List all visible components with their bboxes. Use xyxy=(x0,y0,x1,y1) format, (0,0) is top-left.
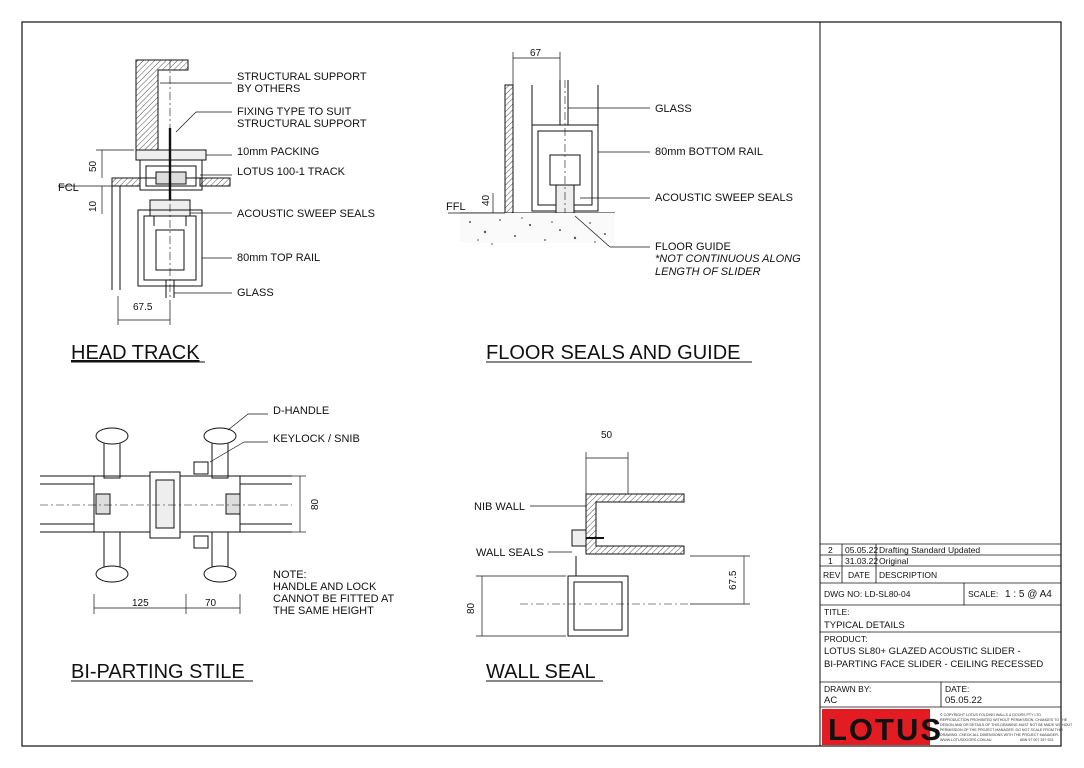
lotus-logo-bg xyxy=(822,709,930,745)
rev-2-date: 05.05.22 xyxy=(845,545,878,555)
header-desc: DESCRIPTION xyxy=(879,570,937,580)
date-value: 05.05.22 xyxy=(945,695,982,706)
copyright-6: WWW.LOTUSDOORS.COM.AU xyxy=(940,738,992,742)
rev-2-desc: Drafting Standard Updated xyxy=(879,545,980,555)
bi-parting-note-4: THE SAME HEIGHT xyxy=(273,605,374,617)
dim-80-stile: 80 xyxy=(310,498,321,510)
wall-seal-label-2: WALL SEALS xyxy=(476,547,544,559)
head-track-label-3: FIXING TYPE TO SUIT xyxy=(237,106,352,118)
drawn-label: DRAWN BY: xyxy=(824,684,871,694)
copyright-4: PERMISSION OF THE PROJECT MANAGER. DO NO… xyxy=(940,728,1064,732)
header-rev: REV xyxy=(823,570,841,580)
rev-1-date: 31.03.22 xyxy=(845,556,878,566)
wall-seal-leaders xyxy=(476,452,750,637)
bi-parting-note-3: CANNOT BE FITTED AT xyxy=(273,593,394,605)
copyright-1: © COPYRIGHT LOTUS FOLDING WALLS & DOORS … xyxy=(940,713,1042,717)
wall-seal-label-1: NIB WALL xyxy=(474,501,525,513)
bi-parting-detail xyxy=(40,427,292,583)
scale-value: 1 : 5 @ A4 xyxy=(1005,589,1052,600)
bi-parting-leaders xyxy=(93,413,306,614)
head-track-label-5: 10mm PACKING xyxy=(237,146,319,158)
scale-label: SCALE: xyxy=(968,589,998,599)
dim-50-wall: 50 xyxy=(601,430,613,441)
fcl-level: FCL xyxy=(58,182,79,194)
title-block xyxy=(820,543,1061,708)
head-track-label-7: ACOUSTIC SWEEP SEALS xyxy=(237,208,375,220)
dim-40: 40 xyxy=(481,194,492,206)
head-track-label-2: BY OTHERS xyxy=(237,83,300,95)
floor-label-1: GLASS xyxy=(655,103,692,115)
lotus-logo: LOTUS xyxy=(828,712,943,747)
floor-note-1: *NOT CONTINUOUS ALONG xyxy=(655,253,801,265)
title-label: TITLE: xyxy=(824,607,850,617)
floor-label-3: ACOUSTIC SWEEP SEALS xyxy=(655,192,793,204)
rev-2: 2 xyxy=(828,545,833,555)
bi-parting-note-2: HANDLE AND LOCK xyxy=(273,581,377,593)
product-line-1: LOTUS SL80+ GLAZED ACOUSTIC SLIDER - xyxy=(824,646,1021,657)
head-track-dimensions xyxy=(58,149,171,325)
dim-10: 10 xyxy=(88,200,99,212)
dim-67: 67 xyxy=(530,48,542,59)
head-track-label-1: STRUCTURAL SUPPORT xyxy=(237,71,367,83)
head-track-label-8: 80mm TOP RAIL xyxy=(237,252,320,264)
product-label: PRODUCT: xyxy=(824,634,867,644)
dim-125: 125 xyxy=(132,598,149,609)
bi-parting-title: BI-PARTING STILE xyxy=(71,661,245,683)
dim-67-5-wall: 67.5 xyxy=(728,570,739,590)
dim-70: 70 xyxy=(205,598,217,609)
floor-seals-title: FLOOR SEALS AND GUIDE xyxy=(486,342,741,364)
sheet-border xyxy=(21,21,1062,747)
copyright-2: REPRODUCTION PROHIBITED WITHOUT PERMISSI… xyxy=(940,718,1068,722)
copyright-7: ABN 97 007 397 923 xyxy=(1020,738,1053,742)
title-value: TYPICAL DETAILS xyxy=(824,620,905,631)
head-track-detail xyxy=(111,59,231,300)
header-date: DATE xyxy=(848,570,870,580)
dim-67-5: 67.5 xyxy=(133,302,153,313)
drawn-value: AC xyxy=(824,695,837,706)
copyright-5: DRAWING. CHECK ALL DIMENSIONS WITH THE P… xyxy=(940,733,1059,737)
bi-parting-label-2: KEYLOCK / SNIB xyxy=(273,433,360,445)
bi-parting-note-1: NOTE: xyxy=(273,569,307,581)
bi-parting-label-1: D-HANDLE xyxy=(273,405,329,417)
dim-80-wall: 80 xyxy=(466,602,477,614)
floor-seals-leaders xyxy=(448,52,650,248)
floor-note-2: LENGTH OF SLIDER xyxy=(655,266,761,278)
product-line-2: BI-PARTING FACE SLIDER - CEILING RECESSE… xyxy=(824,659,1043,670)
dwg-no: DWG NO: LD-SL80-04 xyxy=(824,589,911,599)
ffl-level: FFL xyxy=(446,201,466,213)
head-track-title: HEAD TRACK xyxy=(71,342,200,364)
head-track-label-4: STRUCTURAL SUPPORT xyxy=(237,118,367,130)
head-track-leaders xyxy=(160,82,232,294)
head-track-label-6: LOTUS 100-1 TRACK xyxy=(237,166,346,178)
head-track-label-9: GLASS xyxy=(237,287,274,299)
copyright-3: DESIGN AND OR DETAILS OF THIS DRAWING MU… xyxy=(940,723,1073,727)
date-label: DATE: xyxy=(945,684,969,694)
floor-concrete xyxy=(469,217,606,245)
wall-seal-title: WALL SEAL xyxy=(486,661,596,683)
wall-seal-detail xyxy=(520,493,690,637)
rev-1: 1 xyxy=(828,556,833,566)
floor-label-2: 80mm BOTTOM RAIL xyxy=(655,146,763,158)
floor-seals-detail xyxy=(460,80,615,243)
floor-label-4: FLOOR GUIDE xyxy=(655,241,731,253)
rev-1-desc: Original xyxy=(879,556,908,566)
dim-50: 50 xyxy=(88,160,99,172)
